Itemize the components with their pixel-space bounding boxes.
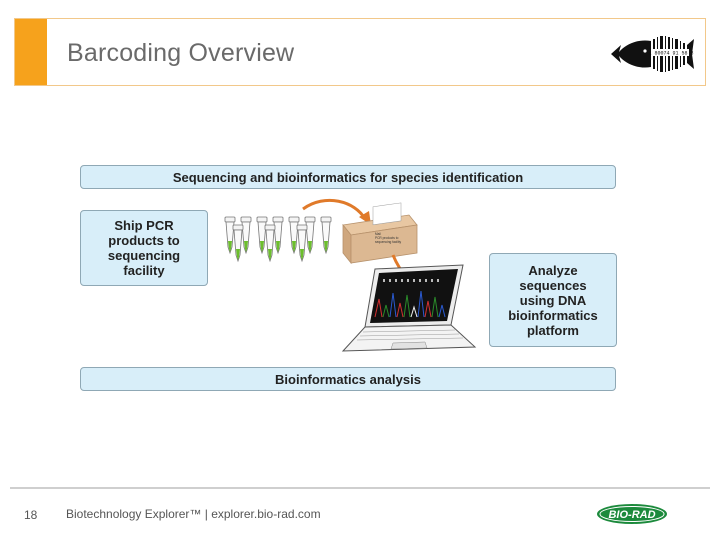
- shipping-box-icon: Mail PCR products to sequencing facility: [342, 202, 418, 265]
- page-number: 18: [24, 508, 38, 522]
- fish-barcode-logo: 1 80074 91 58 3: [611, 36, 694, 72]
- step-ship-pcr: Ship PCR products to sequencing facility: [80, 210, 208, 286]
- slide-header: Barcoding Overview 1 80074 91 58 3: [14, 18, 706, 86]
- box-label-line-1: Mail: [375, 232, 381, 236]
- laptop-icon: [341, 264, 477, 352]
- header-accent-bar: [15, 19, 47, 85]
- box-shipping-label: Mail PCR products to sequencing facility: [375, 232, 401, 244]
- arrow-tubes-to-box: [302, 198, 367, 220]
- banner-bioinformatics: Bioinformatics analysis: [80, 367, 616, 391]
- step-analyze-label: Analyze sequences using DNA bioinformati…: [508, 262, 598, 338]
- pcr-tubes: [224, 216, 332, 263]
- banner-sequencing: Sequencing and bioinformatics for specie…: [80, 165, 616, 189]
- step-analyze-sequences: Analyze sequences using DNA bioinformati…: [489, 253, 617, 347]
- footer-divider: [10, 487, 710, 489]
- box-label-line-2: PCR products to: [375, 236, 399, 240]
- bio-rad-logo: BIO-RAD: [597, 504, 667, 524]
- step-ship-pcr-label: Ship PCR products to sequencing facility: [107, 218, 181, 278]
- brand-name: BIO-RAD: [608, 509, 655, 521]
- box-label-line-3: sequencing facility: [375, 240, 401, 244]
- sequencing-illustration: Mail PCR products to sequencing facility: [224, 198, 477, 352]
- footer-text: Biotechnology Explorer™ | explorer.bio-r…: [66, 507, 321, 521]
- slide-title: Barcoding Overview: [67, 39, 295, 67]
- logo-barcode-text: 1 80074 91 58 3: [648, 51, 693, 57]
